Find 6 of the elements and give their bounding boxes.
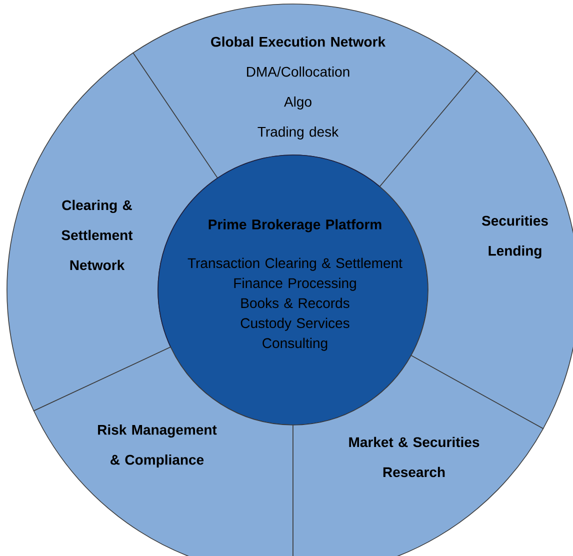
ring-segment: Global Execution Network DMA/Collocation Algo Trading desk xyxy=(132,4,478,187)
node-label: Risk Management & Compliance xyxy=(98,424,217,468)
ring-segment: Market & Securities Research xyxy=(292,355,544,556)
ring-segment: Risk Management & Compliance xyxy=(33,346,294,556)
node-label: Securities Lending xyxy=(482,215,548,259)
node-label: Market & Securities Research xyxy=(349,436,480,478)
